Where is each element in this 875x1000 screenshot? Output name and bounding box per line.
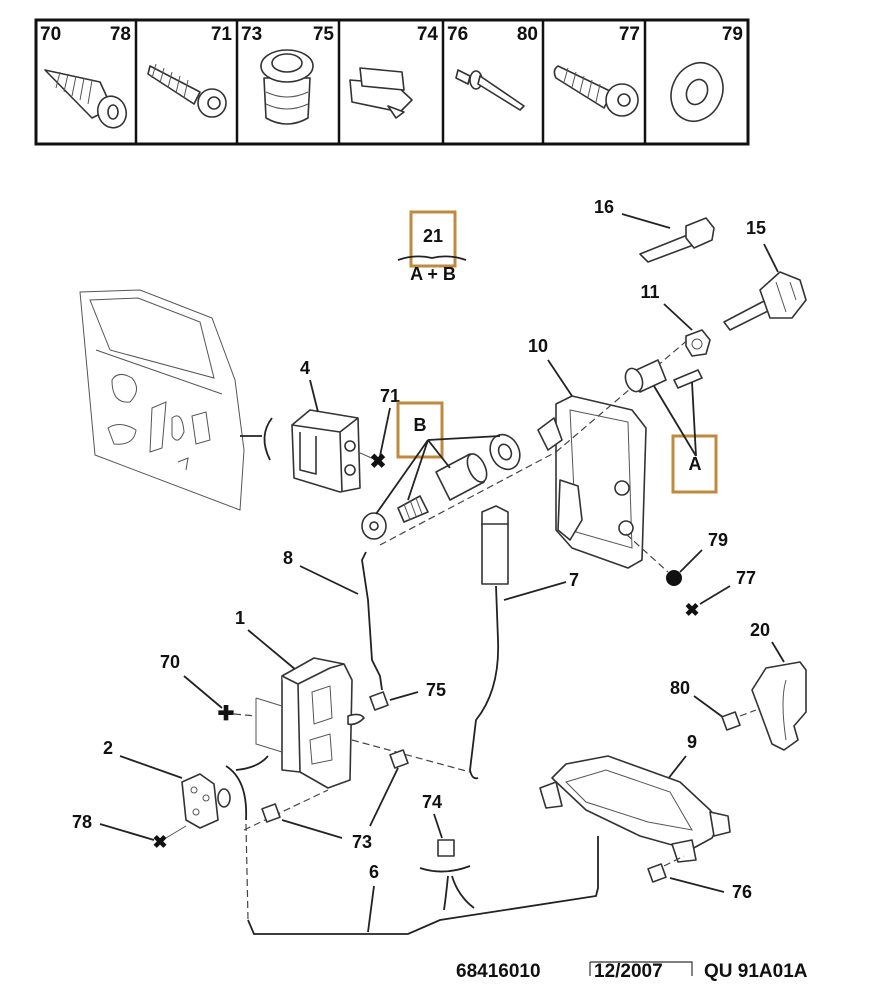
callout-73-group: 73 <box>243 739 471 852</box>
reference-label-a: A <box>689 454 702 474</box>
key-15: 15 <box>723 218 807 331</box>
reference-a-group: A <box>653 381 718 494</box>
callout-6: 6 <box>369 862 379 882</box>
cell-label: 74 <box>417 24 439 45</box>
callout-75-group: 75 <box>369 680 446 711</box>
callout-74-group: 74 <box>419 792 475 911</box>
callout-76: 76 <box>732 882 752 902</box>
washer-marker-79-icon <box>666 570 682 586</box>
cell-label: 70 <box>40 24 61 45</box>
grommet-marker-73b-icon <box>389 749 409 769</box>
rivet-marker-76-icon <box>647 863 667 883</box>
fastener-cell-74: 74 <box>349 24 439 119</box>
lock-cylinder <box>624 359 703 393</box>
callout-71-group: 71 ✖ <box>357 386 400 473</box>
cell-label: 78 <box>110 24 131 45</box>
callout-73: 73 <box>352 832 372 852</box>
cell-label: 76 <box>447 24 468 45</box>
diagram-date: 12/2007 <box>594 961 663 982</box>
cell-label: 75 <box>313 24 335 45</box>
callout-77-group: ✖ 77 <box>684 568 756 620</box>
screw-marker-77-icon: ✖ <box>684 600 699 620</box>
callout-9: 9 <box>687 732 697 752</box>
grommet-marker-75-icon <box>369 691 389 711</box>
fastener-cell-76-80: 76 80 <box>447 24 538 111</box>
grommet-marker-73a-icon <box>261 803 281 823</box>
screw-marker-70-icon: ✚ <box>218 703 235 725</box>
reference-label-b: B <box>414 415 427 435</box>
kit-caption: A + B <box>410 264 456 284</box>
callout-20: 20 <box>750 620 770 640</box>
lock-barrel-assembly: B <box>361 401 557 546</box>
part-7-switch-rod: 7 <box>469 505 579 780</box>
cell-label: 71 <box>211 24 233 45</box>
cell-label: 79 <box>722 24 743 45</box>
kit-label: 21 <box>423 226 443 246</box>
rivet-pin-icon <box>455 69 525 111</box>
callout-79: 79 <box>708 530 728 550</box>
cell-label: 77 <box>619 24 640 45</box>
part-9-interior-handle: 9 <box>539 732 731 863</box>
part-10-exterior-handle: 10 <box>528 336 691 569</box>
clip-marker-74-icon <box>437 839 455 857</box>
kit-reference-box <box>409 210 457 268</box>
fastener-table: 70 78 71 73 75 <box>34 18 750 146</box>
part-20-cover: 20 <box>750 620 807 751</box>
diagram-footer: 68416010 12/2007 QU 91A01A <box>456 961 808 982</box>
callout-80: 80 <box>670 678 690 698</box>
callout-71: 71 <box>380 386 400 406</box>
part-number: 68416010 <box>456 961 541 982</box>
callout-70: 70 <box>160 652 180 672</box>
flat-washer-icon <box>670 62 724 122</box>
callout-78-group: 78 ✖ <box>72 812 187 852</box>
fastener-cell-70-78: 70 78 <box>40 24 131 129</box>
cell-label: 73 <box>241 24 262 45</box>
cell-label: 80 <box>517 24 538 45</box>
callout-70-group: 70 ✚ <box>160 652 257 725</box>
pan-head-screw-icon <box>147 63 227 118</box>
torx-screw-icon <box>553 65 639 117</box>
part-2-striker: 2 <box>103 738 248 829</box>
key-15-blade-icon <box>723 299 771 331</box>
fastener-cell-79: 79 <box>670 24 743 122</box>
part-4-bracket: 4 <box>291 358 361 493</box>
reference-box-b <box>396 401 444 459</box>
key-16: 16 <box>594 197 715 263</box>
part-8-rod: 8 <box>283 548 383 691</box>
cylinder-retainer <box>673 369 703 389</box>
callout-78: 78 <box>72 812 92 832</box>
callout-15: 15 <box>746 218 766 238</box>
callout-7: 7 <box>569 570 579 590</box>
callout-8: 8 <box>283 548 293 568</box>
plastic-grommet-icon <box>260 49 314 125</box>
callout-79-group: 79 <box>625 530 728 586</box>
screw-marker-78-icon: ✖ <box>152 832 167 852</box>
fastener-cell-73-75: 73 75 <box>241 24 335 125</box>
callout-1: 1 <box>235 608 245 628</box>
kit-reference-21: 21 A + B <box>397 210 467 284</box>
door-panel <box>79 289 273 511</box>
callout-16: 16 <box>594 197 614 217</box>
screw-marker-71-icon: ✖ <box>370 451 387 473</box>
callout-74: 74 <box>422 792 442 812</box>
fastener-cell-71: 71 <box>147 24 233 118</box>
callout-11: 11 <box>640 282 659 302</box>
callout-2: 2 <box>103 738 113 758</box>
callout-75: 75 <box>426 680 446 700</box>
callout-10: 10 <box>528 336 548 356</box>
callout-80-group: 80 <box>670 678 757 731</box>
callout-76-group: 76 <box>647 855 752 902</box>
part-11-cap: 11 <box>640 282 711 357</box>
diagram-code: QU 91A01A <box>704 961 808 982</box>
rivet-marker-80-icon <box>721 711 741 731</box>
countersunk-screw-icon <box>44 69 128 129</box>
part-1-lock-mechanism: 1 <box>235 608 365 789</box>
callout-4: 4 <box>300 358 310 378</box>
plastic-clip-icon <box>349 67 413 119</box>
callout-77: 77 <box>736 568 756 588</box>
part-6-cable: 6 <box>245 823 599 935</box>
fastener-cell-77: 77 <box>553 24 640 117</box>
